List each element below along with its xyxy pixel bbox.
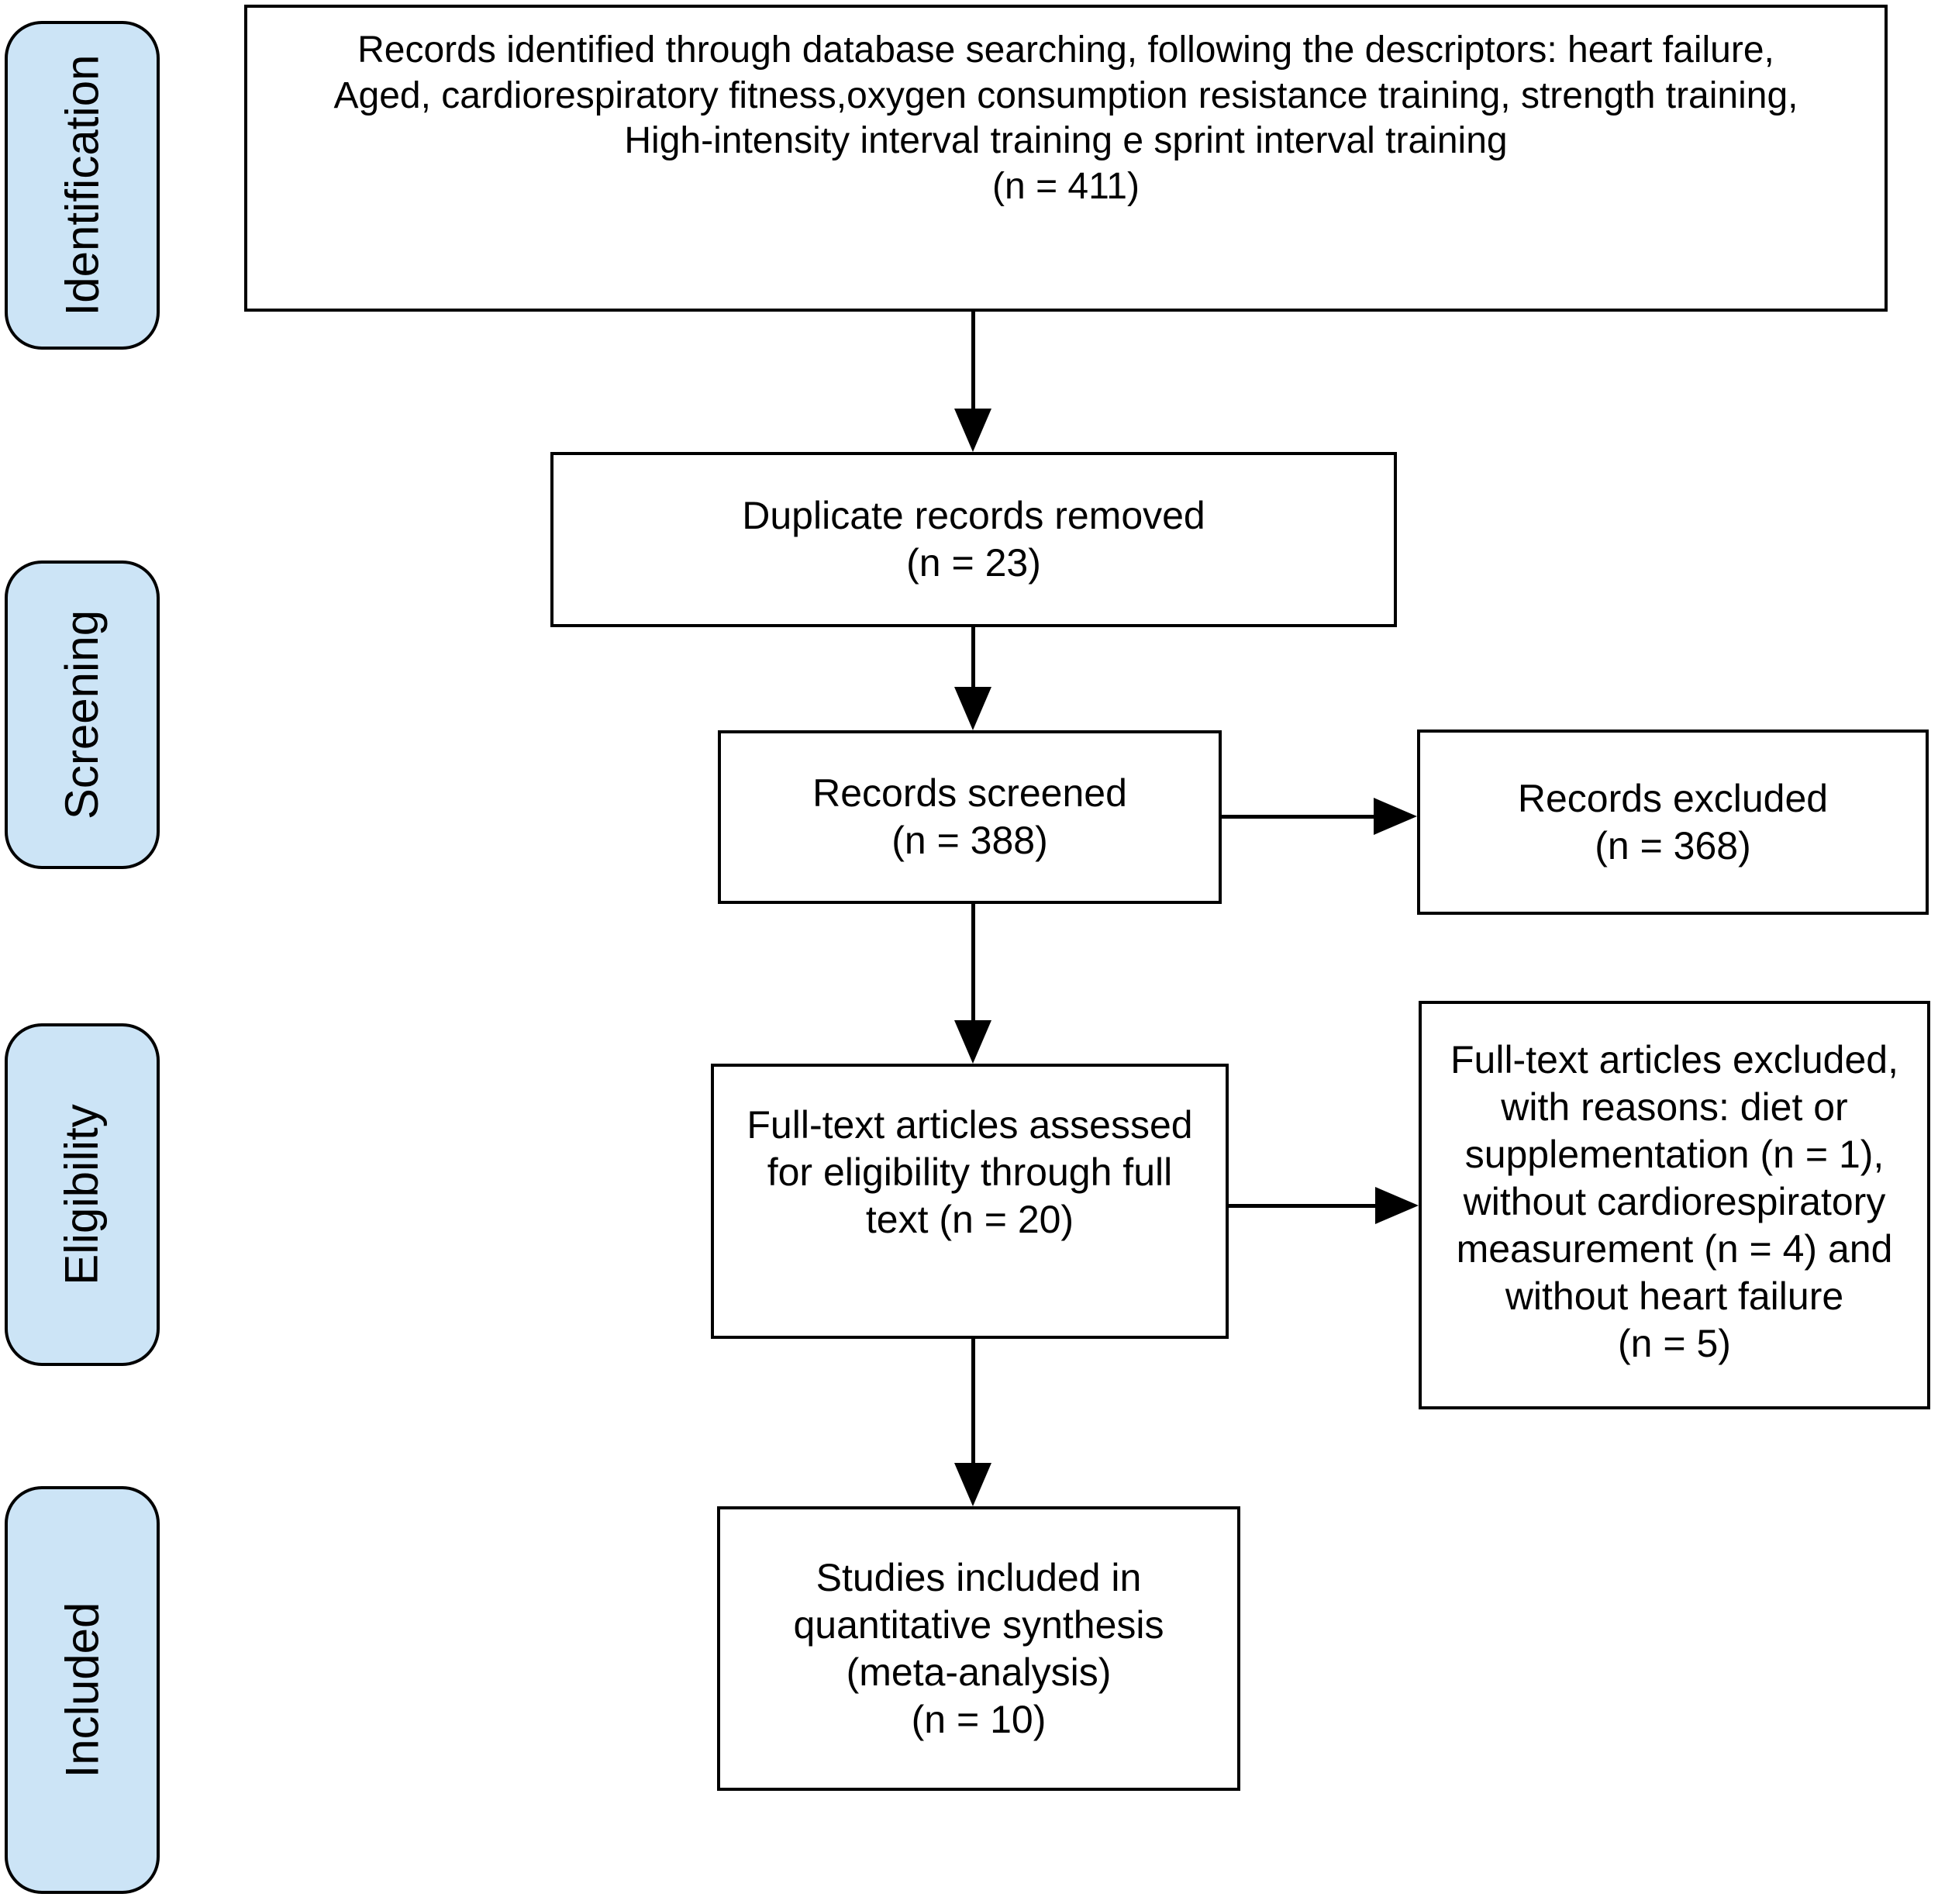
arrow-head-down-icon [954,687,991,730]
arrow-line [1229,1204,1375,1208]
box-fulltext-excluded: Full-text articles excluded, with reason… [1419,1001,1930,1409]
box-studies-included: Studies included in quantitative synthes… [717,1506,1240,1791]
box-records-excluded: Records excluded (n = 368) [1417,730,1929,915]
stage-included: Included [5,1486,160,1894]
box-records-screened-text: Records screened (n = 388) [812,771,1127,862]
stage-screening-label: Screening [56,609,108,820]
box-records-identified: Records identified through database sear… [244,5,1888,312]
arrow-line [971,904,975,1020]
stage-identification-label: Identification [56,54,109,316]
stage-screening: Screening [5,561,160,869]
box-records-screened: Records screened (n = 388) [718,730,1222,904]
box-studies-included-text: Studies included in quantitative synthes… [793,1555,1164,1741]
stage-included-label: Included [56,1602,109,1778]
box-fulltext-assessed: Full-text articles assessed for eligibil… [711,1064,1229,1339]
box-duplicates-removed-text: Duplicate records removed (n = 23) [742,494,1205,585]
arrow-head-right-icon [1375,1187,1419,1224]
stage-identification: Identification [5,21,160,350]
stage-eligibility: Eligibility [5,1023,160,1366]
arrow-head-right-icon [1374,798,1417,835]
arrow-line [971,312,975,409]
box-fulltext-assessed-text: Full-text articles assessed for eligibil… [747,1103,1193,1241]
box-fulltext-excluded-text: Full-text articles excluded, with reason… [1450,1038,1898,1365]
arrow-line [1222,815,1374,819]
box-duplicates-removed: Duplicate records removed (n = 23) [550,452,1397,627]
arrow-head-down-icon [954,1463,991,1506]
arrow-head-down-icon [954,1020,991,1064]
box-records-identified-text: Records identified through database sear… [333,29,1798,207]
arrow-head-down-icon [954,409,991,452]
stage-eligibility-label: Eligibility [56,1104,109,1285]
arrow-line [971,627,975,687]
arrow-line [971,1339,975,1463]
box-records-excluded-text: Records excluded (n = 368) [1517,776,1829,867]
